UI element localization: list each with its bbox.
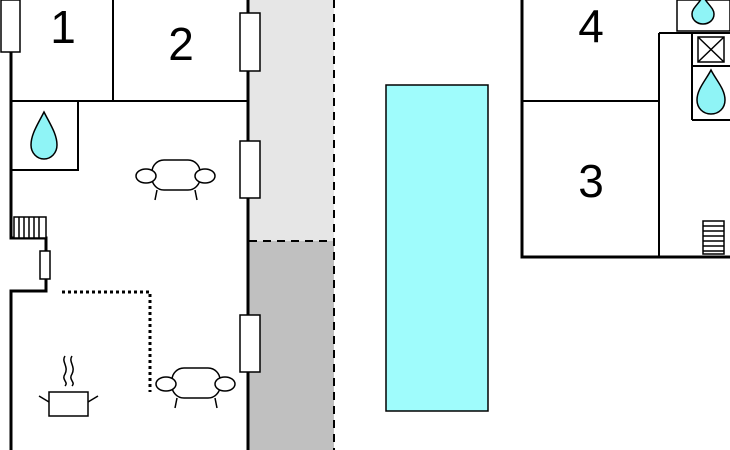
window-top-left — [0, 0, 21, 53]
cross-box-icon — [697, 36, 725, 63]
room-label-1: 1 — [50, 1, 76, 53]
sofa-icon — [135, 159, 216, 201]
room-label-2: 2 — [168, 18, 194, 70]
stairs-icon — [702, 220, 725, 255]
right-building-walls — [520, 0, 730, 259]
terrace-dark — [249, 241, 334, 450]
cooking-pot-icon — [38, 355, 99, 417]
sofa-icon — [155, 367, 236, 409]
stairs-icon — [13, 216, 47, 239]
door-left — [39, 250, 51, 280]
windows-right-wall — [239, 12, 261, 373]
water-drop-icon — [30, 110, 58, 160]
room-label-3: 3 — [578, 155, 604, 207]
water-drop-icon — [696, 68, 726, 115]
swimming-pool — [385, 84, 489, 412]
kitchen-counter-dotted — [62, 290, 152, 392]
room-label-4: 4 — [578, 0, 604, 52]
terrace-light — [249, 0, 334, 241]
water-drop-icon — [691, 0, 715, 25]
